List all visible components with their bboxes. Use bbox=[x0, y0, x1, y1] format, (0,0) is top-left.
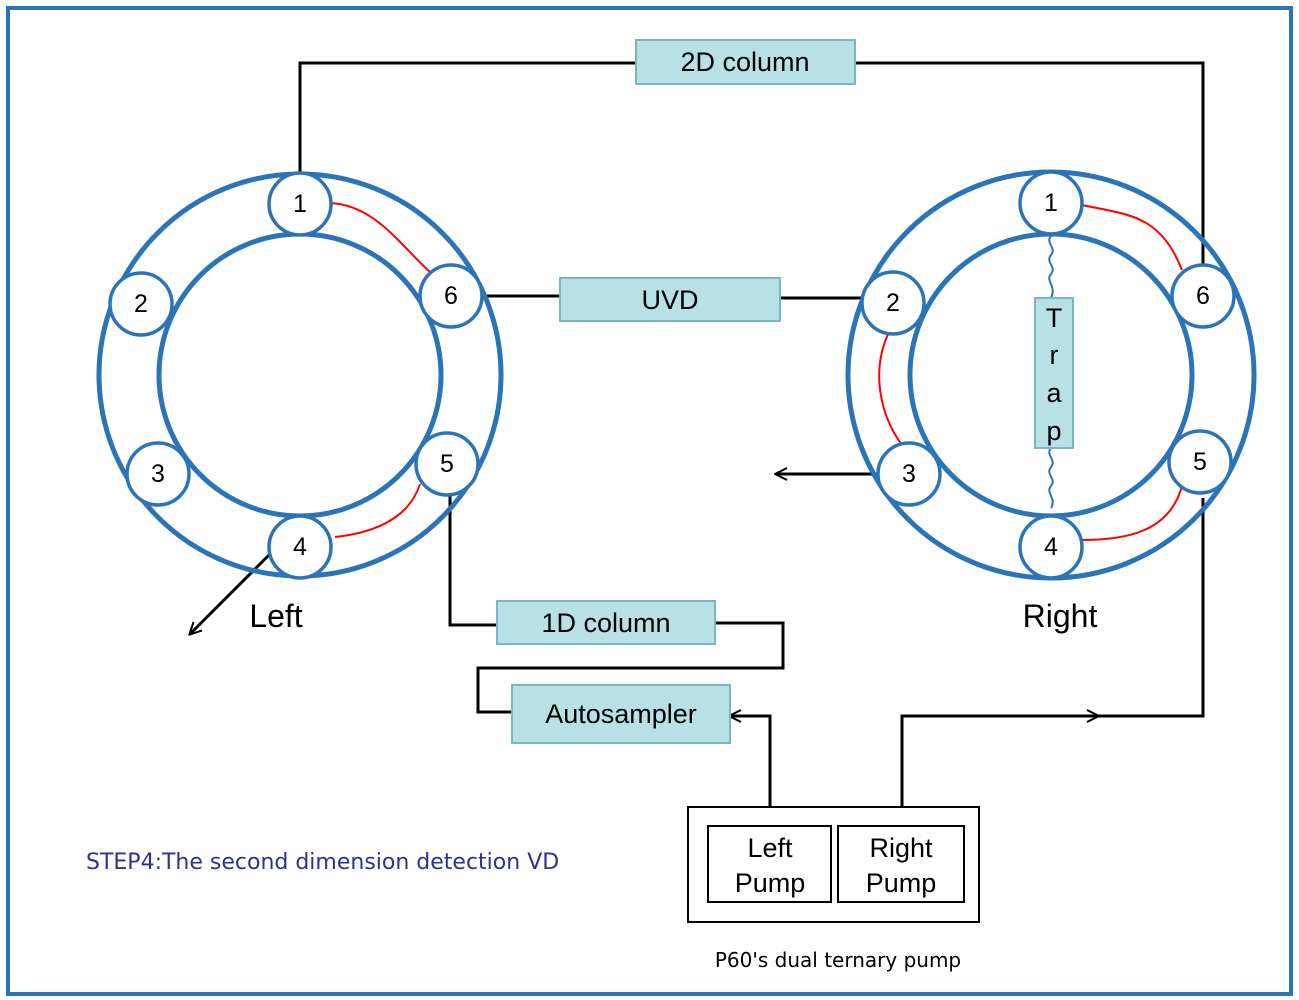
left-port-3[interactable]: 3 bbox=[125, 441, 191, 507]
right-port-4[interactable]: 4 bbox=[1018, 514, 1084, 580]
left-pump-line2: Pump bbox=[735, 868, 806, 898]
left-port-2[interactable]: 2 bbox=[108, 271, 174, 337]
column-2d-label: 2D column bbox=[680, 47, 809, 77]
right-pump[interactable]: Right Pump bbox=[837, 825, 965, 903]
port-number: 1 bbox=[1044, 189, 1058, 217]
left-port-1[interactable]: 1 bbox=[267, 171, 333, 237]
port-number: 3 bbox=[151, 460, 165, 488]
left-pump-line1: Left bbox=[747, 833, 793, 863]
port-number: 4 bbox=[293, 533, 307, 561]
trap-letter: T bbox=[1046, 303, 1063, 333]
column-1d-label: 1D column bbox=[541, 608, 670, 638]
trap-box[interactable]: T r a p bbox=[1034, 297, 1074, 449]
trap-letter: p bbox=[1046, 416, 1061, 446]
right-valve-label: Right bbox=[1023, 598, 1098, 634]
right-pump-line1: Right bbox=[869, 833, 933, 863]
port-number: 1 bbox=[293, 190, 307, 218]
autosampler-label: Autosampler bbox=[545, 699, 697, 729]
column-2d-box[interactable]: 2D column bbox=[635, 39, 856, 85]
port-number: 4 bbox=[1044, 533, 1058, 561]
trap-letter: a bbox=[1046, 378, 1062, 408]
pump-caption: P60's dual ternary pump bbox=[715, 948, 961, 972]
autosampler-box[interactable]: Autosampler bbox=[511, 684, 731, 744]
port-number: 5 bbox=[440, 450, 454, 478]
left-pump[interactable]: Left Pump bbox=[707, 825, 832, 903]
column-1d-box[interactable]: 1D column bbox=[496, 600, 716, 645]
left-port-6[interactable]: 6 bbox=[418, 263, 484, 329]
left-port-4[interactable]: 4 bbox=[267, 514, 333, 580]
outer-frame bbox=[6, 6, 1293, 996]
uvd-label: UVD bbox=[641, 285, 698, 315]
left-valve-label: Left bbox=[249, 598, 302, 634]
right-port-1[interactable]: 1 bbox=[1018, 170, 1084, 236]
port-number: 6 bbox=[1196, 282, 1210, 310]
left-port-5[interactable]: 5 bbox=[414, 431, 480, 497]
tubing-lines bbox=[190, 61, 1205, 826]
right-valve: 1 2 3 4 5 6 Right bbox=[845, 169, 1257, 634]
trap-coil bbox=[1048, 235, 1054, 509]
dual-pump: Left Pump Right Pump bbox=[687, 806, 980, 923]
right-port-3[interactable]: 3 bbox=[876, 441, 942, 507]
right-port-2[interactable]: 2 bbox=[860, 270, 926, 336]
port-number: 2 bbox=[134, 290, 148, 318]
right-port-6[interactable]: 6 bbox=[1170, 263, 1236, 329]
port-number: 5 bbox=[1193, 448, 1207, 476]
uvd-box[interactable]: UVD bbox=[559, 277, 781, 322]
left-valve: 1 2 3 4 5 6 Left bbox=[96, 171, 504, 634]
port-number: 6 bbox=[444, 282, 458, 310]
port-number: 2 bbox=[886, 289, 900, 317]
trap-letter: r bbox=[1050, 340, 1059, 370]
right-pump-line2: Pump bbox=[866, 868, 937, 898]
right-port-5[interactable]: 5 bbox=[1167, 429, 1233, 495]
step-caption: STEP4:The second dimension detection VD bbox=[86, 850, 559, 875]
port-number: 3 bbox=[902, 460, 916, 488]
